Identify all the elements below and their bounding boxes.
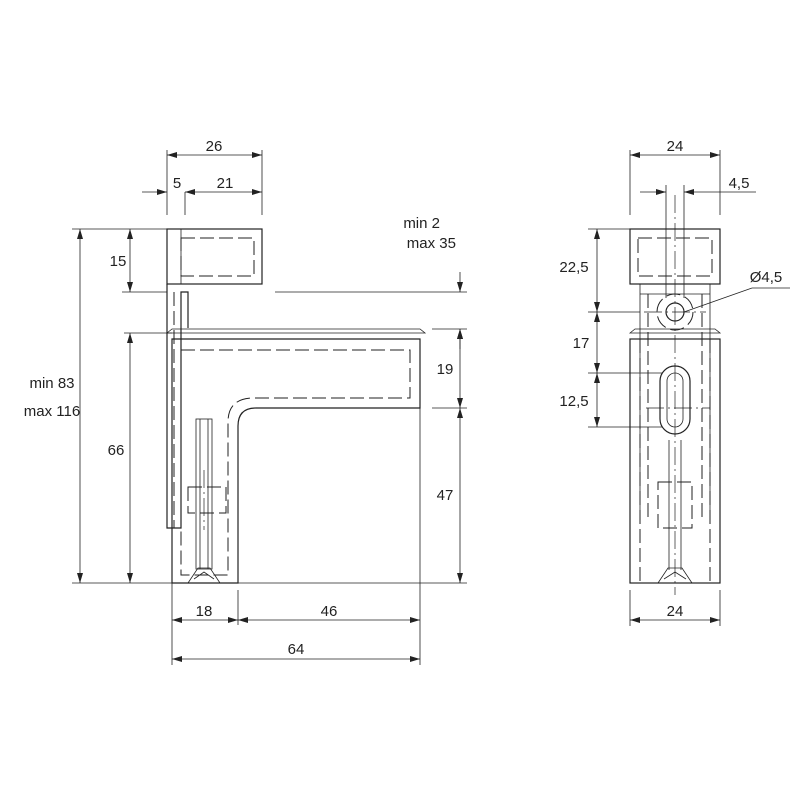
dim-arm-length: 46 bbox=[321, 603, 338, 620]
dim-left-offset: 5 bbox=[173, 175, 181, 192]
dim-clamp-width: 21 bbox=[217, 175, 234, 192]
dim-total-length: 64 bbox=[288, 641, 305, 658]
dim-hole-diameter: Ø4,5 bbox=[750, 269, 783, 286]
dim-slot-length: 12,5 bbox=[559, 393, 588, 410]
dim-gap-max: max 35 bbox=[407, 235, 456, 252]
back-plate bbox=[166, 284, 189, 529]
side-view: 26 5 21 15 min 83 max 116 66 min 2 max 3… bbox=[24, 138, 467, 665]
dim-front-bottom-width: 24 bbox=[667, 603, 684, 620]
front-view: 24 4,5 22,5 Ø4,5 17 12,5 24 bbox=[559, 138, 790, 626]
side-screw bbox=[187, 418, 227, 584]
dim-lower-height: 47 bbox=[437, 487, 454, 504]
dim-base-width: 18 bbox=[196, 603, 213, 620]
dim-hole-offset: 4,5 bbox=[729, 175, 750, 192]
dim-total-width: 26 bbox=[206, 138, 223, 155]
dim-slot-start: 17 bbox=[573, 335, 590, 352]
dim-arm-height: 19 bbox=[437, 361, 454, 378]
dim-overall-max: max 116 bbox=[24, 403, 80, 420]
dim-front-clamp-height: 22,5 bbox=[559, 259, 588, 276]
dim-front-top-width: 24 bbox=[667, 138, 684, 155]
bracket-body bbox=[165, 328, 427, 584]
dim-overall-min: min 83 bbox=[29, 375, 74, 392]
top-clamp bbox=[166, 228, 263, 285]
dim-body-height: 66 bbox=[108, 442, 125, 459]
dim-gap-min: min 2 bbox=[403, 215, 440, 232]
dim-clamp-height: 15 bbox=[110, 253, 127, 270]
